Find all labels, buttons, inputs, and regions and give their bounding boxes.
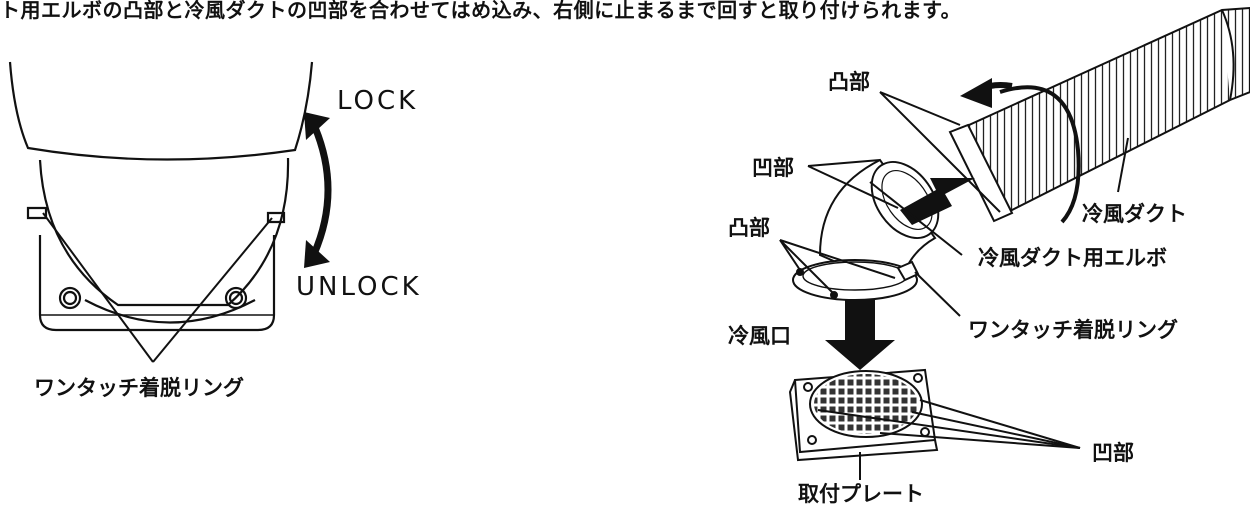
leader-lines-right — [779, 91, 1129, 480]
unlock-label: UNLOCK — [296, 272, 422, 302]
ring-label-left: ワンタッチ着脱リング — [34, 376, 244, 400]
ring-leader-lines — [42, 212, 273, 363]
instruction-text: ト用エルボの凸部と冷風ダクトの凹部を合わせてはめ込み、右側に止まるまで回すと取り… — [0, 0, 962, 22]
plate-label: 取付プレート — [798, 482, 924, 506]
ring-label-right: ワンタッチ着脱リング — [968, 318, 1178, 342]
unit-bottom-illustration — [8, 61, 314, 332]
convex-label-top: 凸部 — [828, 70, 870, 94]
concave-label-plate: 凹部 — [1092, 441, 1134, 465]
duct-label: 冷風ダクト — [1082, 202, 1187, 226]
lock-unlock-arrow — [304, 112, 332, 268]
convex-label-ring: 凸部 — [728, 216, 770, 240]
rotate-arrow — [960, 78, 1081, 224]
lock-label: LOCK — [337, 86, 419, 116]
concave-label-elbow: 凹部 — [752, 156, 794, 180]
elbow-label: 冷風ダクト用エルボ — [978, 246, 1167, 270]
mounting-plate-illustration — [788, 368, 939, 462]
insert-arrow — [900, 178, 975, 225]
cold-air-duct-illustration — [948, 6, 1250, 223]
down-arrow — [825, 300, 895, 370]
outlet-label: 冷風口 — [728, 324, 791, 348]
